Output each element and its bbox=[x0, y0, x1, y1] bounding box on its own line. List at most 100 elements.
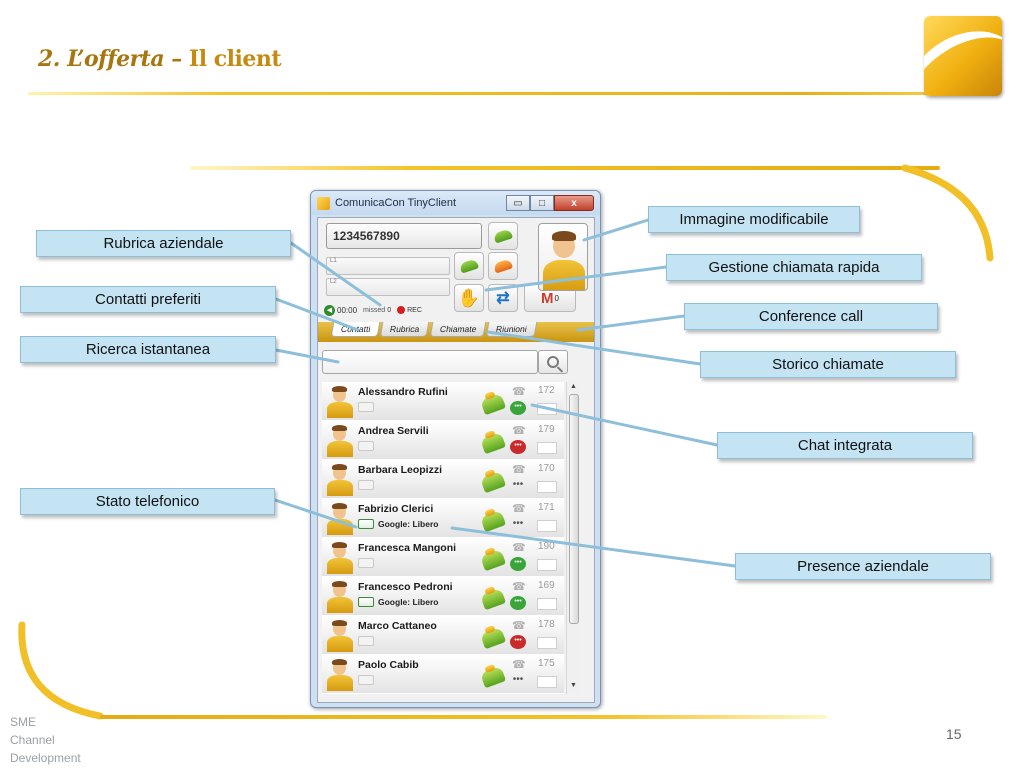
contact-presence bbox=[358, 480, 374, 490]
tab-bar: Contatti Rubrica Chiamate Riunioni bbox=[318, 322, 594, 342]
phone-status-icon: ☎ bbox=[512, 425, 526, 437]
presence-status: Google: Libero bbox=[378, 597, 439, 607]
record-icon[interactable] bbox=[397, 306, 406, 314]
phone-number-field[interactable]: 1234567890 bbox=[326, 223, 482, 249]
footer-text: SME Channel Development bbox=[10, 715, 81, 765]
minimize-button[interactable]: ▭ bbox=[506, 195, 530, 211]
maximize-button[interactable]: □ bbox=[530, 195, 554, 211]
call-contact-icon[interactable] bbox=[479, 626, 507, 650]
call-contact-icon[interactable] bbox=[479, 665, 507, 689]
mail-icon[interactable] bbox=[537, 598, 557, 610]
contact-name: Francesca Mangoni bbox=[358, 542, 457, 554]
missed-calls-count: 0 bbox=[387, 306, 392, 314]
missed-calls-label[interactable]: missed bbox=[363, 306, 386, 314]
contact-presence bbox=[358, 636, 374, 646]
user-avatar[interactable] bbox=[538, 223, 588, 291]
phonebook-icon bbox=[492, 228, 514, 244]
contact-row[interactable]: Francesca Mangoni☎•••190 bbox=[322, 538, 564, 577]
chat-icon[interactable]: ••• bbox=[510, 440, 526, 454]
phonebook-button[interactable] bbox=[488, 222, 518, 250]
contact-presence: Google: Libero bbox=[358, 519, 438, 529]
call-contact-icon[interactable] bbox=[479, 470, 507, 494]
callout-stato-telefonico: Stato telefonico bbox=[20, 488, 275, 515]
phone-status-icon: ☎ bbox=[512, 659, 526, 671]
timer-icon: ◀ bbox=[324, 304, 335, 316]
mail-icon[interactable] bbox=[537, 637, 557, 649]
contact-avatar bbox=[326, 385, 354, 418]
mail-icon[interactable] bbox=[537, 442, 557, 454]
line-2-indicator[interactable]: L2 bbox=[326, 278, 450, 296]
scroll-thumb[interactable] bbox=[569, 394, 579, 624]
contact-name: Andrea Servili bbox=[358, 425, 429, 437]
callout-rubrica-aziendale: Rubrica aziendale bbox=[36, 230, 291, 257]
conference-button[interactable]: ⇄ bbox=[488, 284, 518, 312]
contact-extension: 178 bbox=[538, 619, 555, 630]
tab-contatti[interactable]: Contatti bbox=[330, 322, 381, 337]
contact-name: Marco Cattaneo bbox=[358, 620, 437, 632]
contact-row[interactable]: Andrea Servili☎•••179 bbox=[322, 421, 564, 460]
mail-icon[interactable] bbox=[537, 676, 557, 688]
presence-icon bbox=[358, 519, 374, 529]
title-divider bbox=[28, 92, 1000, 95]
record-label[interactable]: REC bbox=[407, 306, 422, 314]
mail-icon[interactable] bbox=[537, 403, 557, 415]
contact-row[interactable]: Marco Cattaneo ☎ ••• 178 bbox=[322, 616, 564, 655]
chat-icon[interactable]: ••• bbox=[510, 596, 526, 610]
mail-icon[interactable] bbox=[537, 520, 557, 532]
gmail-count: 0 bbox=[554, 293, 559, 303]
contact-row[interactable]: Paolo Cabib☎•••175 bbox=[322, 655, 564, 694]
tab-riunioni[interactable]: Riunioni bbox=[485, 322, 538, 337]
callout-contatti-preferiti: Contatti preferiti bbox=[20, 286, 276, 313]
search-input[interactable] bbox=[322, 350, 538, 374]
contact-avatar bbox=[326, 658, 354, 691]
chat-icon[interactable]: ••• bbox=[510, 401, 526, 415]
tab-chiamate[interactable]: Chiamate bbox=[429, 322, 487, 337]
mail-icon[interactable] bbox=[537, 559, 557, 571]
phone-status-icon: ☎ bbox=[512, 386, 526, 398]
callout-storico-chiamate: Storico chiamate bbox=[700, 351, 956, 378]
presence-icon bbox=[358, 597, 374, 607]
window-titlebar[interactable]: ComunicaCon TinyClient ▭ □ x bbox=[311, 191, 600, 215]
chat-icon[interactable]: ••• bbox=[512, 674, 524, 685]
chat-icon[interactable]: ••• bbox=[512, 518, 524, 529]
scroll-up-arrow[interactable]: ▲ bbox=[570, 383, 577, 390]
tab-rubrica[interactable]: Rubrica bbox=[379, 322, 430, 337]
chat-icon[interactable]: ••• bbox=[510, 635, 526, 649]
contact-row[interactable]: Alessandro Rufini☎•••172 bbox=[322, 382, 564, 421]
call-button[interactable] bbox=[454, 252, 484, 280]
presence-icon bbox=[358, 441, 374, 451]
contact-extension: 170 bbox=[538, 463, 555, 474]
call-contact-icon[interactable] bbox=[479, 509, 507, 533]
contact-row[interactable]: Barbara Leopizzi☎•••170 bbox=[322, 460, 564, 499]
call-contact-icon[interactable] bbox=[479, 587, 507, 611]
window-title: ComunicaCon TinyClient bbox=[335, 197, 457, 209]
close-button[interactable]: x bbox=[554, 195, 594, 211]
search-button[interactable] bbox=[538, 350, 568, 374]
decorative-divider-top bbox=[190, 166, 940, 170]
phone-status-icon: ☎ bbox=[512, 581, 526, 593]
call-timer: 00:00 bbox=[337, 305, 358, 315]
contact-presence: Google: Libero bbox=[358, 597, 438, 607]
hold-button[interactable]: ✋ bbox=[454, 284, 484, 312]
transfer-icon bbox=[492, 258, 514, 274]
contact-list-scrollbar[interactable]: ▲ ▼ bbox=[566, 382, 580, 694]
chat-icon[interactable]: ••• bbox=[510, 557, 526, 571]
call-contact-icon[interactable] bbox=[479, 431, 507, 455]
phone-status-icon: ☎ bbox=[512, 464, 526, 476]
scroll-down-arrow[interactable]: ▼ bbox=[570, 682, 577, 689]
contact-presence bbox=[358, 675, 374, 685]
line-1-indicator[interactable]: L1 bbox=[326, 257, 450, 275]
transfer-call-button[interactable] bbox=[488, 252, 518, 280]
search-icon bbox=[547, 356, 559, 368]
contact-avatar bbox=[326, 463, 354, 496]
chat-icon[interactable]: ••• bbox=[512, 479, 524, 490]
call-contact-icon[interactable] bbox=[479, 392, 507, 416]
call-contact-icon[interactable] bbox=[479, 548, 507, 572]
hand-icon: ✋ bbox=[457, 287, 481, 308]
window-controls: ▭ □ x bbox=[506, 195, 594, 211]
mail-icon[interactable] bbox=[537, 481, 557, 493]
phone-status-icon: ☎ bbox=[512, 620, 526, 632]
slide-title: 2. L’offerta – Il client bbox=[38, 46, 281, 72]
